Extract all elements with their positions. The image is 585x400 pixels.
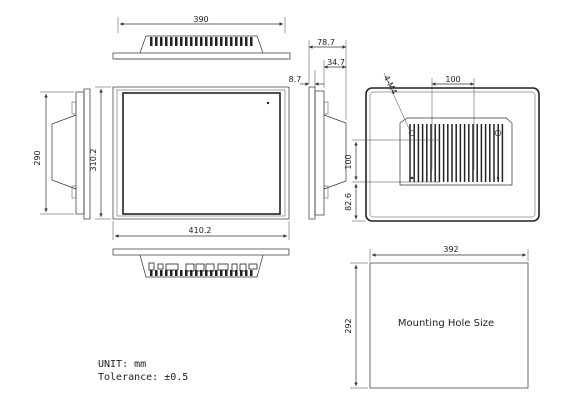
dim-depth-body: 34.7 bbox=[327, 58, 345, 67]
top-view: 390 bbox=[112, 15, 291, 60]
heatsink-fin bbox=[215, 270, 218, 276]
heatsink-fin bbox=[170, 270, 173, 276]
io-port bbox=[148, 262, 155, 271]
heatsink-fin bbox=[215, 37, 218, 46]
heatsink-fin bbox=[220, 37, 223, 46]
heatsink-fin bbox=[155, 37, 158, 46]
side-view-left: 290 bbox=[33, 88, 91, 220]
heatsink-fin bbox=[190, 270, 193, 276]
io-port bbox=[165, 263, 179, 271]
dim-vesa-offset: 82.6 bbox=[344, 193, 353, 211]
heatsink-fin bbox=[150, 37, 153, 46]
heatsink-fin bbox=[235, 37, 238, 46]
heatsink-fin bbox=[235, 270, 238, 276]
heatsink-fin bbox=[225, 37, 228, 46]
heatsink-fin bbox=[185, 270, 188, 276]
unit-note: UNIT: mm bbox=[98, 359, 146, 370]
heatsink-fin bbox=[165, 37, 168, 46]
heatsink-fin bbox=[185, 37, 188, 46]
dim-vesa-screws: 4-M4 bbox=[382, 74, 399, 96]
dim-cutout-height: 292 bbox=[344, 318, 353, 333]
notes: UNIT: mm Tolerance: ±0.5 bbox=[98, 359, 188, 383]
front-view: 310.2 410.2 bbox=[89, 86, 290, 240]
io-port bbox=[185, 263, 195, 272]
heatsink-fin bbox=[225, 270, 228, 276]
heatsink-fin bbox=[230, 270, 233, 276]
heatsink-fin bbox=[180, 270, 183, 276]
heatsink-fin bbox=[175, 37, 178, 46]
heatsink-fin bbox=[175, 270, 178, 276]
heatsink-fin bbox=[160, 37, 163, 46]
dim-cutout-width: 392 bbox=[443, 245, 458, 254]
heatsink-fin bbox=[155, 270, 158, 276]
heatsink-fin bbox=[200, 270, 203, 276]
heatsink-fin bbox=[250, 270, 253, 276]
cutout-caption: Mounting Hole Size bbox=[398, 318, 494, 329]
heatsink-fin bbox=[180, 37, 183, 46]
heatsink-fin bbox=[195, 270, 198, 276]
io-port bbox=[239, 263, 247, 272]
heatsink-fin bbox=[245, 270, 248, 276]
heatsink-fin bbox=[210, 270, 213, 276]
dim-top-width: 390 bbox=[193, 15, 208, 24]
cutout-outline bbox=[369, 262, 529, 389]
heatsink-fin bbox=[150, 270, 153, 276]
heatsink-fin bbox=[160, 270, 163, 276]
dim-bezel-depth: 8.7 bbox=[289, 75, 302, 84]
side-view-right: 78.7 34.7 8.7 bbox=[289, 38, 347, 220]
rear-view: 100 100 82.6 4-M4 bbox=[344, 72, 540, 222]
heatsink-fin bbox=[200, 37, 203, 46]
bottom-view bbox=[112, 248, 290, 278]
heatsink-fin bbox=[245, 37, 248, 46]
dim-front-width: 410.2 bbox=[189, 226, 212, 235]
heatsink-fin bbox=[240, 270, 243, 276]
heatsink-fin bbox=[240, 37, 243, 46]
heatsink-fin bbox=[210, 37, 213, 46]
dim-vesa-v: 100 bbox=[344, 154, 353, 169]
io-port bbox=[231, 263, 238, 272]
tolerance-note: Tolerance: ±0.5 bbox=[98, 372, 188, 383]
heatsink-fin bbox=[205, 37, 208, 46]
heatsink-fin bbox=[165, 270, 168, 276]
heatsink-fin bbox=[230, 37, 233, 46]
dim-depth-total: 78.7 bbox=[317, 38, 335, 47]
cutout-view: 392 292 Mounting Hole Size bbox=[344, 245, 529, 389]
dim-side-height: 290 bbox=[33, 150, 42, 165]
heatsink-fin bbox=[190, 37, 193, 46]
io-port bbox=[217, 263, 229, 271]
io-port bbox=[195, 263, 205, 272]
heatsink-fin bbox=[205, 270, 208, 276]
heatsink-fin bbox=[220, 270, 223, 276]
heatsink-fin bbox=[250, 37, 253, 46]
io-port bbox=[248, 263, 258, 270]
io-port bbox=[157, 263, 164, 270]
dim-vesa-h: 100 bbox=[445, 75, 460, 84]
dim-front-height: 310.2 bbox=[89, 149, 98, 172]
io-port bbox=[205, 263, 215, 272]
heatsink-fin bbox=[195, 37, 198, 46]
heatsink-fin bbox=[170, 37, 173, 46]
